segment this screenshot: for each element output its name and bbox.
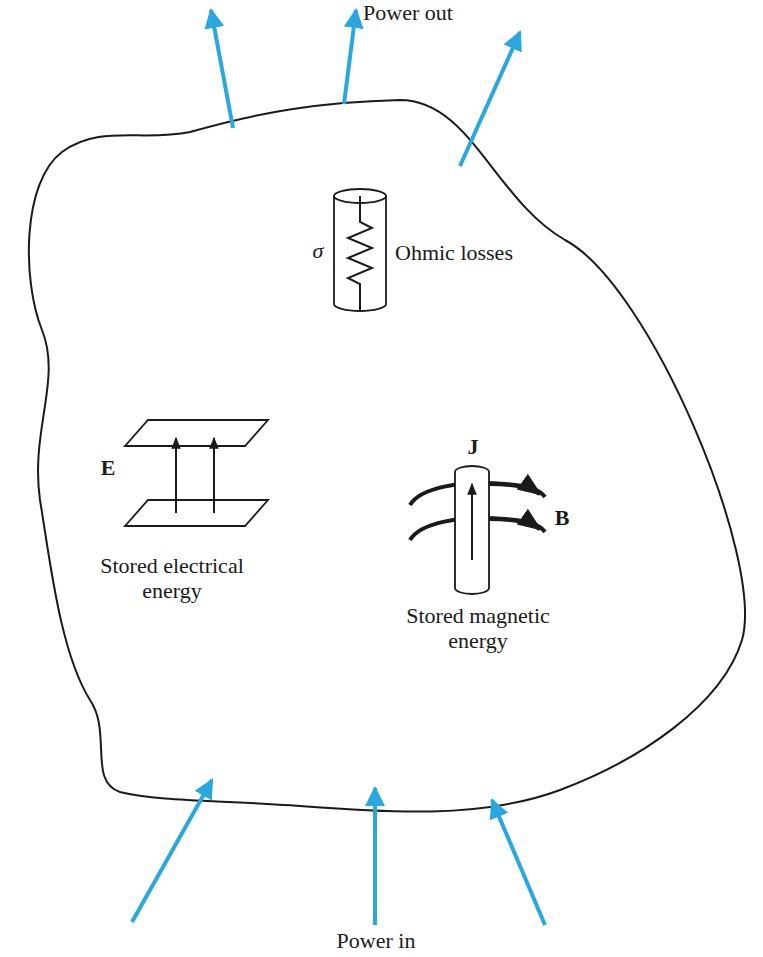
- current-cylinder: [410, 466, 545, 594]
- field-symbol: E: [93, 455, 123, 480]
- stored-magnetic-label: Stored magnetic energy: [383, 603, 573, 654]
- power-out-label: Power out: [328, 0, 488, 25]
- resistor-cylinder: [334, 189, 386, 311]
- volume-outline: [29, 100, 745, 812]
- stored-electrical-label: Stored electrical energy: [77, 553, 267, 604]
- ohmic-losses-label: Ohmic losses: [395, 240, 545, 265]
- conductivity-symbol: σ: [303, 238, 333, 263]
- power-in-arrows: [132, 780, 545, 925]
- power-in-label: Power in: [296, 928, 456, 953]
- power-out-arrows: [211, 10, 520, 166]
- capacitor-plates: [125, 420, 268, 526]
- current-symbol: J: [458, 434, 488, 459]
- flux-symbol: B: [547, 505, 577, 530]
